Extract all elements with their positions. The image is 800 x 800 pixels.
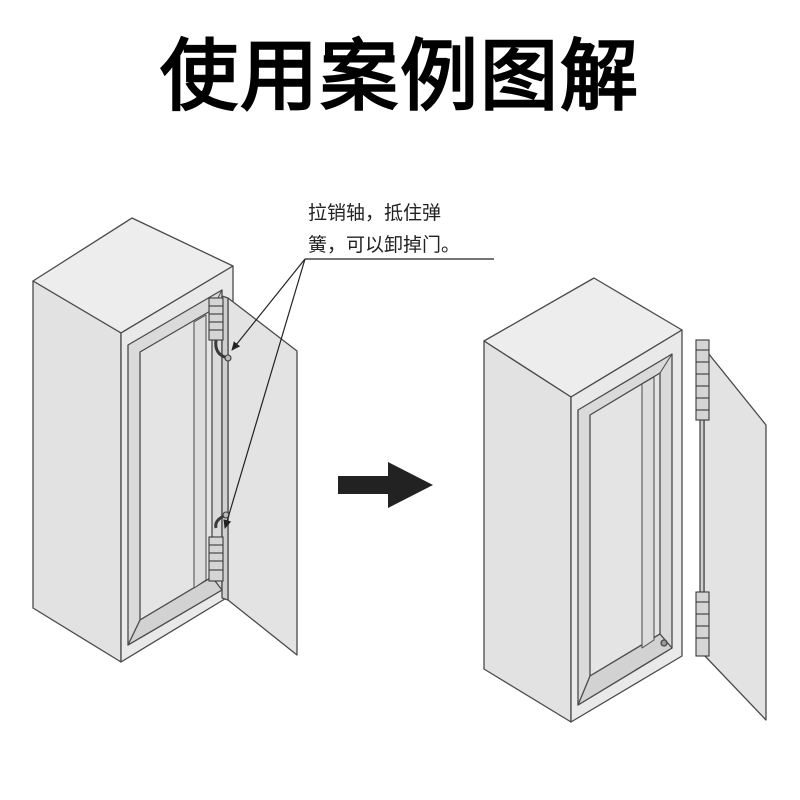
door-before bbox=[221, 295, 298, 656]
callout-line-2: 簧，可以卸掉门。 bbox=[308, 234, 461, 256]
page-title: 使用案例图解 bbox=[159, 32, 640, 122]
right-arrow-icon bbox=[338, 462, 433, 508]
cabinet-after bbox=[483, 277, 683, 723]
hinge-icon bbox=[208, 297, 232, 362]
callout-line-1: 拉销轴，抵住弹 bbox=[308, 202, 442, 224]
callout-note: 拉销轴，抵住弹 簧，可以卸掉门。 bbox=[308, 197, 508, 261]
door-after bbox=[699, 345, 767, 721]
cabinet-before bbox=[32, 217, 234, 663]
hinge-icon bbox=[695, 339, 710, 421]
hinge-icon bbox=[208, 511, 230, 582]
hinge-icon bbox=[695, 591, 710, 657]
callout-leader bbox=[223, 258, 494, 529]
